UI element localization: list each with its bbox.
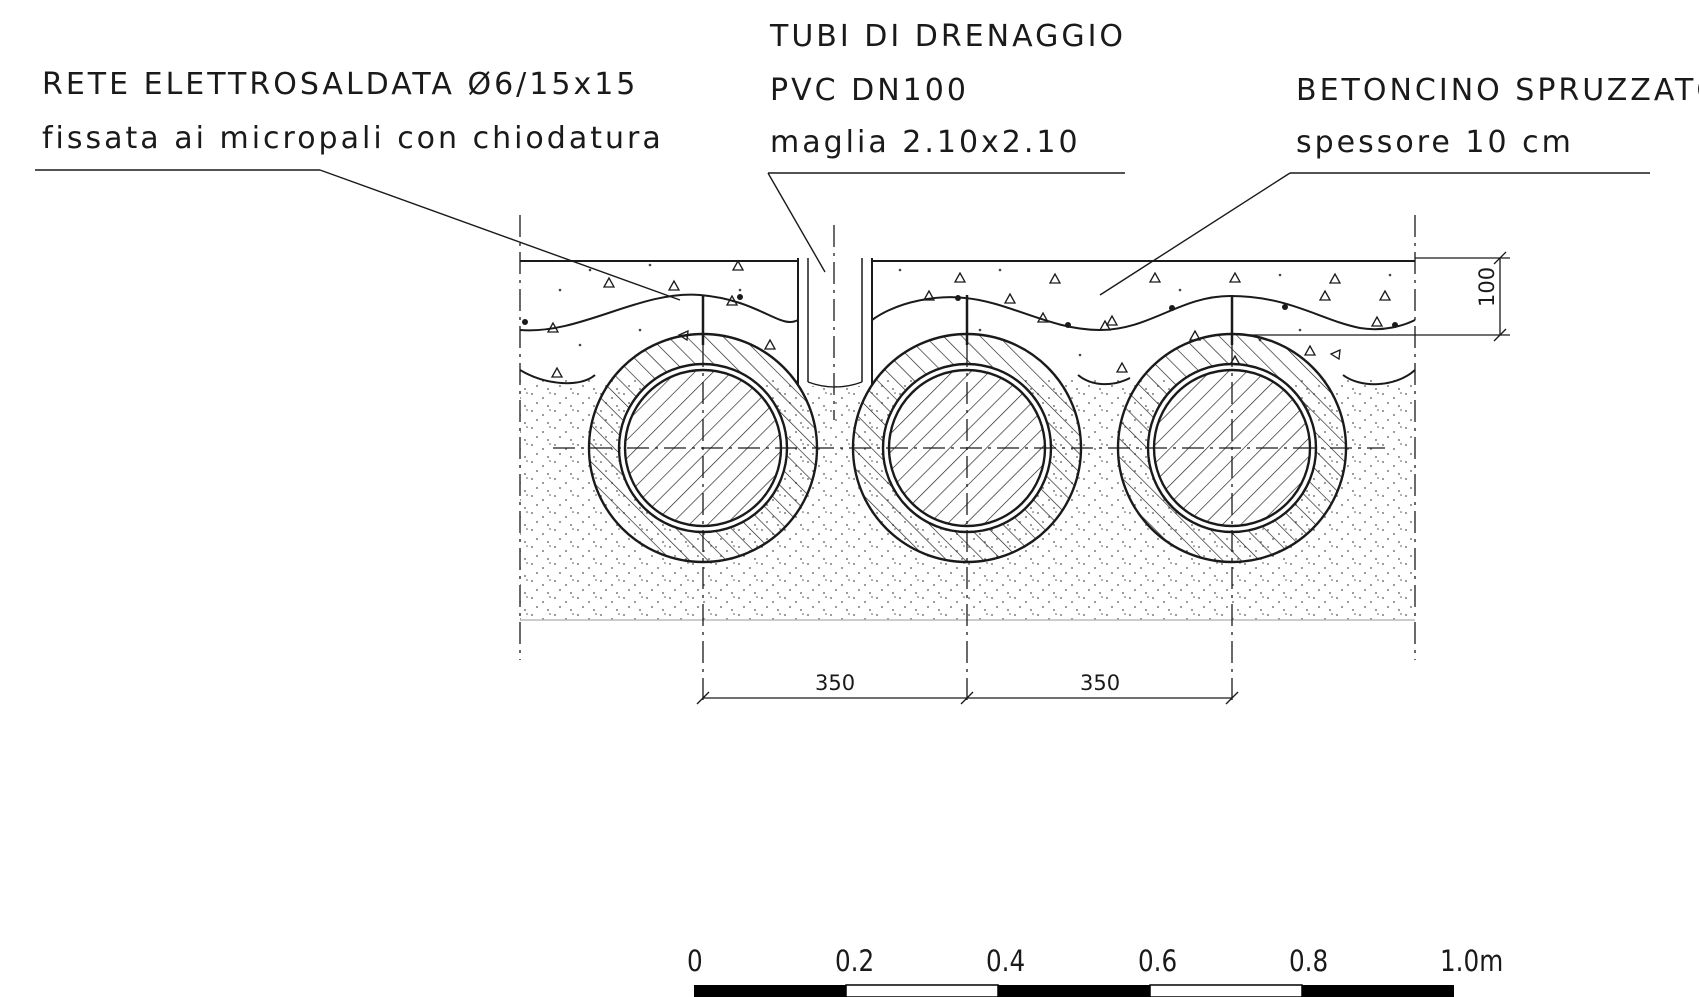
dimension-spacing-left: 350 <box>815 671 856 695</box>
rete-label-line2: fissata ai micropali con chiodatura <box>42 121 664 156</box>
tubi-label-line3: maglia 2.10x2.10 <box>770 125 1081 160</box>
axis-lines <box>519 215 1416 700</box>
dimension-spacing-right: 350 <box>1080 671 1121 695</box>
scale-tick-0: 0 <box>687 944 703 978</box>
drainage-pipe <box>797 258 873 388</box>
tubi-label-line1: TUBI DI DRENAGGIO <box>770 19 1127 54</box>
scale-tick-2: 0.4 <box>986 944 1026 978</box>
scale-bar <box>694 984 1454 997</box>
betoncino-label-line2: spessore 10 cm <box>1296 125 1574 160</box>
scale-tick-5: 1.0m <box>1440 944 1504 978</box>
dimension-thickness: 100 <box>1475 266 1499 307</box>
scale-tick-1: 0.2 <box>835 944 875 978</box>
scale-tick-4: 0.8 <box>1289 944 1329 978</box>
rete-label-line1: RETE ELETTROSALDATA Ø6/15x15 <box>42 67 639 102</box>
betoncino-label-line1: BETONCINO SPRUZZATO <box>1296 73 1699 108</box>
scale-tick-3: 0.6 <box>1138 944 1178 978</box>
dimension-lines <box>696 251 1510 705</box>
leader-lines <box>35 169 1650 301</box>
tubi-label-line2: PVC DN100 <box>770 73 969 108</box>
